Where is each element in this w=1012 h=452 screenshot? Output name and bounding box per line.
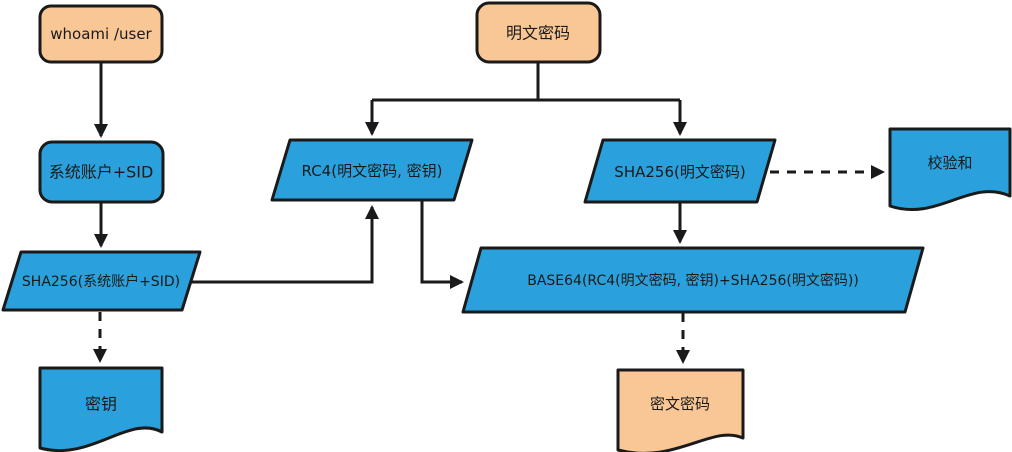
node-rc4-label: RC4(明文密码, 密钥) (302, 162, 443, 180)
node-ciphertext-password: 密文密码 (616, 368, 745, 452)
node-system-account-sid-shape (38, 140, 165, 204)
edge-rc4-to-base64 (420, 200, 464, 289)
node-secret-key-label: 密钥 (85, 395, 117, 414)
node-sha256-password-label: SHA256(明文密码) (614, 163, 745, 181)
node-checksum-label: 校验和 (927, 154, 972, 172)
node-rc4-shape (270, 138, 474, 202)
node-base64: BASE64(RC4(明文密码, 密钥)+SHA256(明文密码)) (461, 246, 925, 314)
node-sha256-sid-label: SHA256(系统账户+SID) (22, 273, 180, 290)
node-sha256-sid: SHA256(系统账户+SID) (1, 250, 202, 312)
node-ciphertext-password-shape (616, 368, 745, 452)
node-whoami-user: whoami /user (38, 4, 164, 64)
node-ciphertext-password-label: 密文密码 (650, 395, 710, 413)
node-base64-shape (461, 246, 925, 314)
node-sha256-password: SHA256(明文密码) (583, 138, 777, 204)
node-secret-key-shape (38, 366, 164, 452)
node-whoami-user-shape (38, 4, 164, 64)
node-secret-key: 密钥 (38, 366, 164, 452)
node-plaintext-password-shape (475, 1, 602, 64)
node-rc4: RC4(明文密码, 密钥) (270, 138, 474, 202)
edge-sha256-sid-to-rc4 (191, 205, 379, 284)
node-plaintext-password: 明文密码 (475, 1, 602, 64)
node-checksum-shape (888, 127, 1012, 212)
node-sha256-password-shape (583, 138, 777, 204)
node-plaintext-password-label: 明文密码 (506, 24, 570, 43)
node-sha256-sid-shape (1, 250, 202, 312)
node-whoami-user-label: whoami /user (50, 25, 152, 43)
node-system-account-sid-label: 系统账户+SID (49, 163, 154, 182)
node-checksum: 校验和 (888, 127, 1012, 212)
node-base64-label: BASE64(RC4(明文密码, 密钥)+SHA256(明文密码)) (527, 272, 859, 289)
node-system-account-sid: 系统账户+SID (38, 140, 165, 204)
edge-plaintext-branch-trunk (372, 62, 680, 102)
